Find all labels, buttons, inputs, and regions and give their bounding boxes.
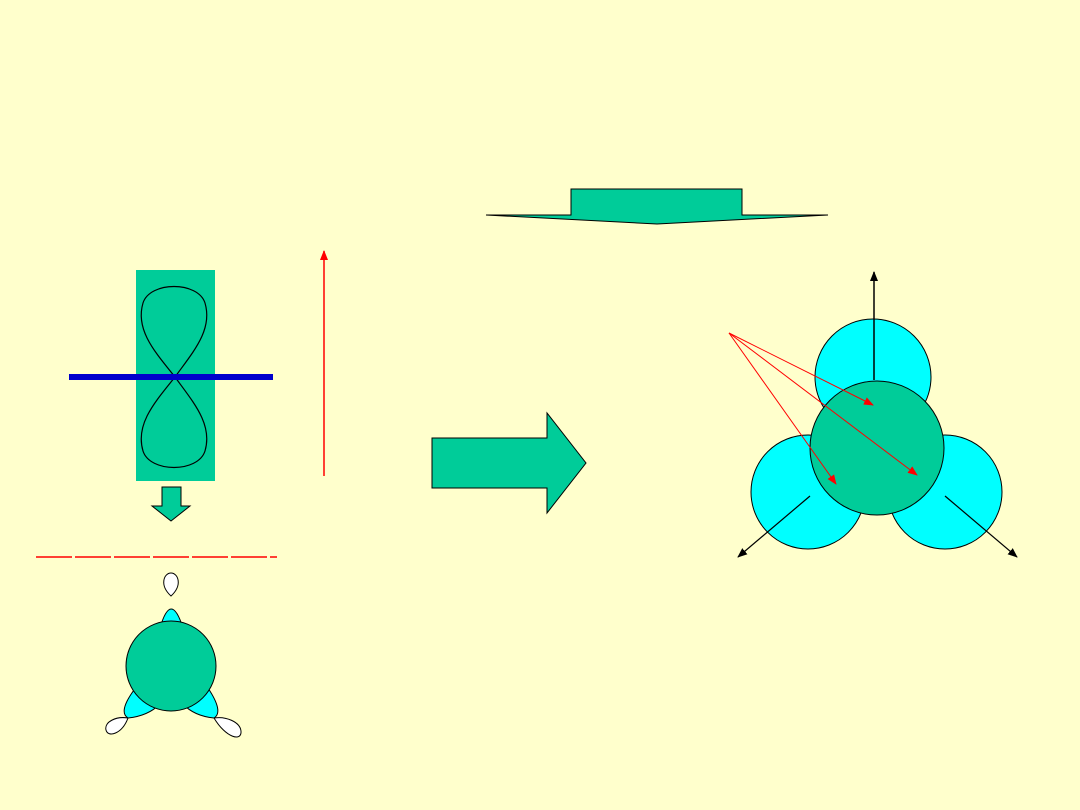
center-right-arrow-icon bbox=[431, 411, 587, 515]
sp2-hybrid-sketch bbox=[105, 572, 242, 738]
sketch-center-circle bbox=[125, 620, 217, 712]
pointer-arrow-3 bbox=[728, 332, 837, 485]
sp2-model bbox=[728, 271, 1018, 558]
sketch-right-loop bbox=[213, 717, 242, 738]
p-orbital-lower-lobe bbox=[140, 376, 208, 469]
small-down-arrow-icon bbox=[150, 486, 192, 522]
p-orbital-upper-lobe bbox=[140, 285, 208, 378]
axis-arrow-down-right bbox=[944, 495, 1018, 558]
axis-arrow-down-left bbox=[737, 495, 811, 558]
center-circle bbox=[809, 380, 945, 516]
sketch-top-loop bbox=[163, 572, 179, 597]
p-orbital-panel bbox=[69, 270, 273, 481]
pointer-arrow-1 bbox=[728, 332, 874, 406]
top-banner-down-arrow-icon bbox=[485, 188, 829, 225]
pointer-arrow-2 bbox=[728, 332, 918, 476]
sketch-left-loop bbox=[105, 717, 129, 735]
